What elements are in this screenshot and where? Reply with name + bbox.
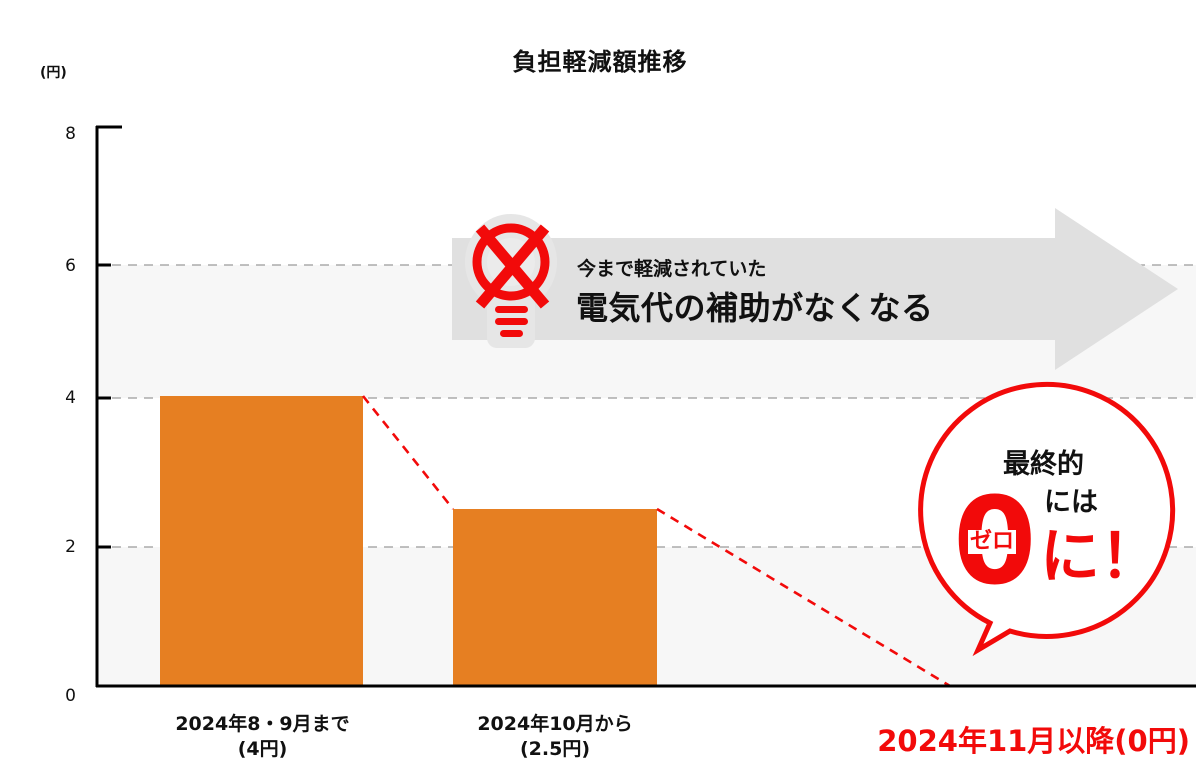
bubble-line-1: 最終的	[1003, 449, 1084, 480]
bar-aug-sep	[160, 396, 363, 686]
x-label-nov-onward: 2024年11月以降(0円)	[877, 724, 1190, 758]
y-tick-4: 4	[65, 388, 76, 408]
chart-title: 負担軽減額推移	[512, 48, 688, 76]
y-axis-unit: (円)	[40, 65, 67, 81]
trend-line-dashes	[361, 395, 951, 688]
x-label-oct-line1: 2024年10月から	[477, 713, 633, 735]
bar-oct	[453, 509, 657, 686]
x-label-aug-sep-line1: 2024年8・9月まで	[175, 713, 350, 735]
y-tick-8: 8	[65, 124, 76, 144]
x-label-oct-line2: (2.5円)	[519, 738, 591, 760]
bubble-zero-ruby: ゼロ	[968, 529, 1017, 554]
y-tick-0: 0	[65, 686, 76, 706]
x-label-oct: 2024年10月から (2.5円)	[425, 712, 685, 762]
banner-line-1: 今まで軽減されていた	[577, 258, 767, 280]
speech-bubble	[918, 381, 1176, 657]
axes	[95, 125, 1196, 688]
arrow-banner-shape	[452, 208, 1178, 370]
bubble-suffix: に！	[1040, 522, 1160, 592]
bubble-line-2: には	[1044, 487, 1098, 518]
crossed-lightbulb-icon	[465, 214, 557, 348]
y-tick-2: 2	[65, 537, 76, 557]
y-tick-6: 6	[65, 256, 76, 276]
x-label-aug-sep-line2: (4円)	[237, 738, 288, 760]
banner-line-2: 電気代の補助がなくなる	[576, 289, 934, 327]
x-label-aug-sep: 2024年8・9月まで (4円)	[130, 712, 395, 762]
